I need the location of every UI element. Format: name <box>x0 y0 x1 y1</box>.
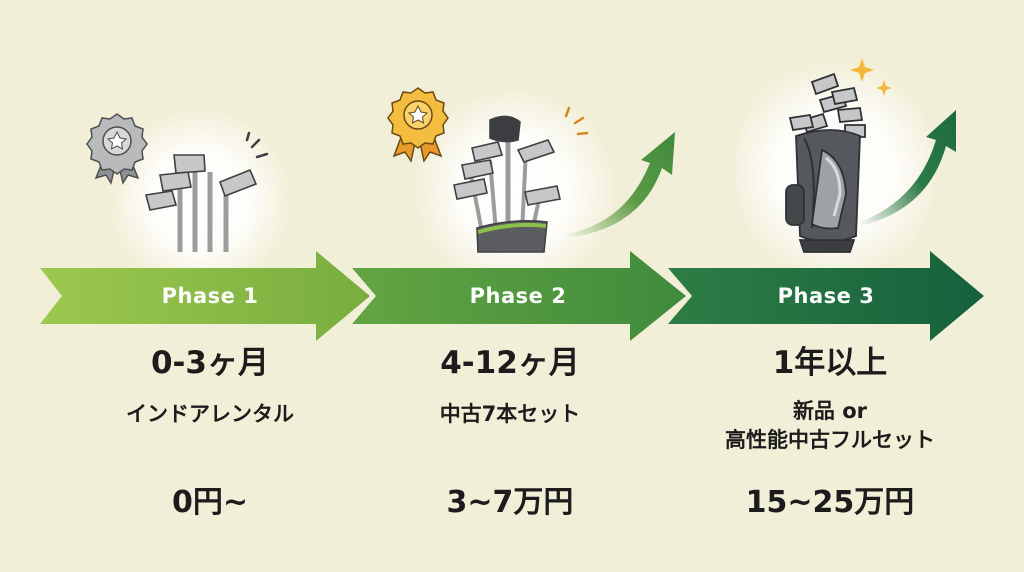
sparkle-star-icons <box>850 58 892 96</box>
growth-arrow-1 <box>565 132 675 238</box>
phase1-arrow <box>40 251 370 341</box>
phase3-description-line2: 高性能中古フルセット <box>725 428 935 452</box>
phase3-arrow <box>668 251 984 341</box>
phase1-description: インドアレンタル <box>126 402 294 426</box>
rental-clubs-icon <box>144 154 258 252</box>
sparkle-lines-1 <box>245 131 269 159</box>
phase2-description: 中古7本セット <box>439 402 581 426</box>
gold-medal-icon <box>387 87 449 163</box>
phase3-description-line1: 新品 or <box>792 399 868 423</box>
phase1-label: Phase 1 <box>161 284 259 308</box>
phase1-price: 0円~ <box>171 485 248 520</box>
phase2-arrow <box>352 251 686 341</box>
phase3-label: Phase 3 <box>777 284 875 308</box>
half-set-bag-icon <box>453 115 561 253</box>
silver-medal-icon <box>86 113 148 185</box>
phase2-label: Phase 2 <box>469 284 567 308</box>
full-golf-bag-icon <box>785 72 866 253</box>
sparkle-lines-2 <box>564 106 589 136</box>
phase3-price: 15~25万円 <box>745 485 915 520</box>
phase2-duration: 4-12ヶ月 <box>440 345 580 381</box>
phase3-duration: 1年以上 <box>772 345 888 381</box>
phase2-price: 3~7万円 <box>446 485 574 520</box>
phase1-duration: 0-3ヶ月 <box>150 345 269 381</box>
growth-arrow-2 <box>860 110 956 226</box>
